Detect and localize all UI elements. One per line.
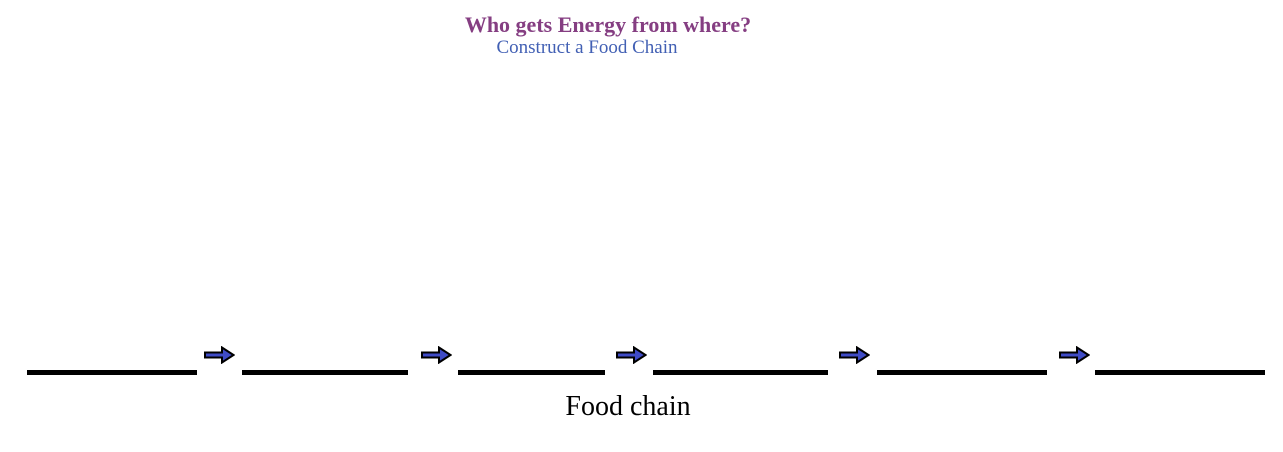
food-chain-blank-2[interactable] xyxy=(242,370,408,375)
right-arrow-icon xyxy=(421,346,452,364)
right-arrow-icon xyxy=(204,346,235,364)
food-chain-blank-6[interactable] xyxy=(1095,370,1265,375)
right-arrow-icon xyxy=(616,346,647,364)
food-chain-caption: Food chain xyxy=(565,391,691,422)
right-arrow-icon xyxy=(839,346,870,364)
food-chain-blank-3[interactable] xyxy=(458,370,605,375)
food-chain-blank-1[interactable] xyxy=(27,370,197,375)
right-arrow-icon xyxy=(1059,346,1090,364)
page-title: Who gets Energy from where? xyxy=(464,12,752,37)
food-chain-blank-4[interactable] xyxy=(653,370,828,375)
food-chain-blank-5[interactable] xyxy=(877,370,1047,375)
page-subtitle: Construct a Food Chain xyxy=(496,37,678,58)
